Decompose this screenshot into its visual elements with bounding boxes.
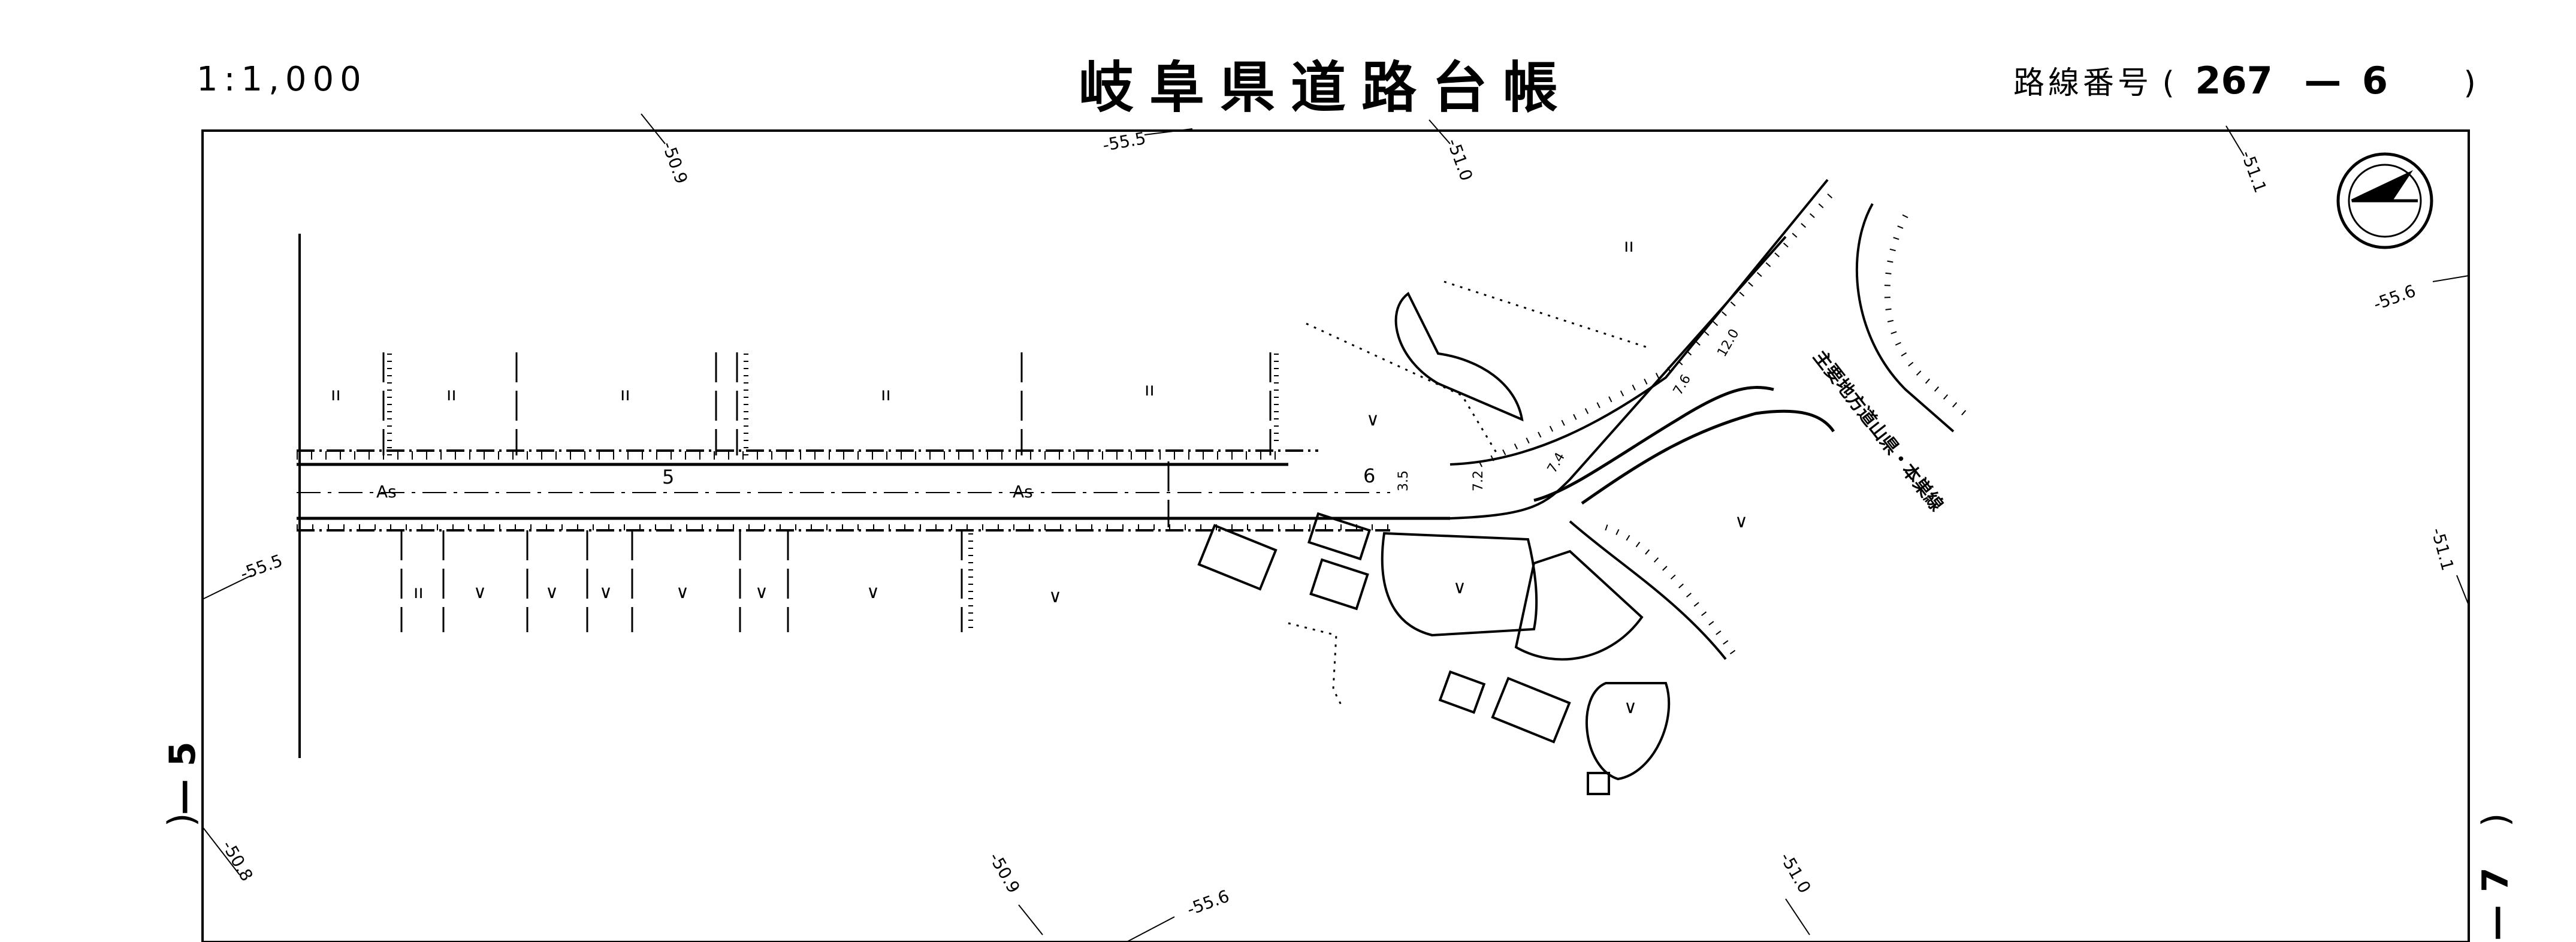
contour-line — [641, 113, 666, 144]
route-label: 路線番号 — [2013, 65, 2153, 101]
route-close-paren: ) — [2463, 65, 2476, 101]
land-symbol-paddy: ∨ — [1453, 577, 1466, 598]
route-open-paren: ( — [2162, 65, 2175, 101]
width-label: 3.5 — [1396, 470, 1411, 491]
road-name-label: 主要地方道山県・本巣線 — [1809, 346, 1947, 515]
route-dash: — — [2304, 59, 2342, 102]
land-symbol-paddy: ∨ — [676, 582, 689, 603]
contour-line — [1126, 916, 1175, 942]
land-symbol-paddy: ∨ — [755, 582, 768, 603]
land-symbol-paddy: ∨ — [545, 582, 558, 603]
curving-road — [1449, 179, 1974, 661]
land-symbol-paddy: ∨ — [599, 582, 612, 603]
land-symbol-paddy: ∨ — [1735, 511, 1748, 532]
map-scale: 1:1,000 — [197, 60, 367, 99]
contour-line — [202, 826, 240, 875]
land-symbol-field: ıı — [620, 384, 630, 405]
contour-line — [1785, 898, 1810, 935]
page-title: 岐阜県道路台帳 — [1079, 56, 1574, 120]
route-sub-value: 6 — [2361, 59, 2388, 102]
dotted-lines — [1288, 280, 1648, 708]
parcel-boundaries — [382, 352, 1272, 632]
contour-line — [2456, 575, 2469, 606]
route-number-value: 267 — [2195, 59, 2273, 102]
road-annotations: As As 5 6 — [376, 464, 1375, 502]
land-symbol-paddy: ∨ — [1624, 697, 1637, 718]
land-symbol-field: ıı — [331, 384, 341, 405]
land-symbol-field: ıı — [881, 384, 891, 405]
contour-line — [1018, 904, 1043, 935]
contour-line — [1429, 119, 1451, 144]
land-symbol-field: ıı — [1144, 379, 1155, 400]
land-symbol-paddy: ∨ — [1366, 409, 1379, 430]
contour-lines — [202, 113, 2469, 942]
north-arrow — [2336, 152, 2433, 249]
contour-line — [2225, 125, 2245, 156]
station-label-6: 6 — [1363, 464, 1375, 487]
route-number: 路線番号 ( 267 — 6 ) — [2013, 58, 2476, 102]
station-label-5: 5 — [662, 466, 674, 488]
buildings — [1197, 291, 1671, 795]
width-label: 7.2 — [1471, 470, 1486, 491]
contour-line — [202, 575, 252, 600]
hedges — [387, 354, 1279, 632]
land-use-symbols: ıı ıı ıı ıı ıı ıı ıı ∨ ∨ ∨ ∨ ∨ ∨ ∨ ∨ ∨ ∨… — [331, 236, 1748, 718]
surface-label-2: As — [1013, 482, 1033, 502]
land-symbol-paddy: ∨ — [866, 582, 880, 603]
contour-line — [2432, 275, 2469, 282]
land-symbol-paddy: ıı — [413, 582, 424, 603]
land-symbol-paddy: ∨ — [473, 582, 487, 603]
map-frame — [201, 129, 2470, 942]
main-road — [297, 449, 1450, 532]
contour-line — [1144, 128, 1193, 135]
surface-label-1: As — [376, 482, 397, 502]
land-symbol-field: ıı — [446, 384, 457, 405]
land-symbol-field: ıı — [1624, 236, 1634, 256]
land-symbol-paddy: ∨ — [1049, 586, 1062, 607]
